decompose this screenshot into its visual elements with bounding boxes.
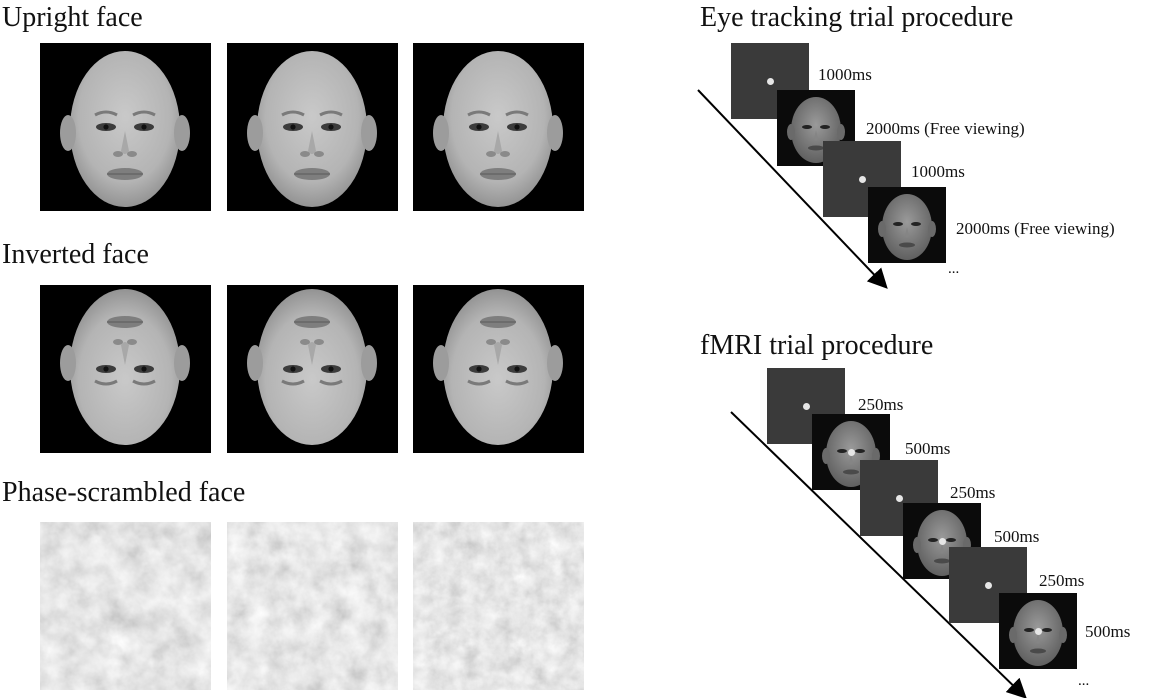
face-frame [999, 593, 1077, 669]
step-duration-label: 250ms [1039, 571, 1085, 590]
section-title-scrambled: Phase-scrambled face [2, 477, 246, 508]
face-frame [868, 187, 946, 263]
scrambled-face-image [227, 522, 398, 690]
fixation-dot [859, 176, 866, 183]
step-duration-label: 1000ms [818, 65, 872, 84]
step-duration-label: 500ms [994, 527, 1040, 546]
fixation-dot [985, 582, 992, 589]
step-duration-label: 2000ms (Free viewing) [956, 219, 1115, 238]
fmri-title: fMRI trial procedure [700, 330, 934, 361]
inverted-face-image [40, 285, 211, 453]
upright-face-image [413, 43, 584, 211]
step-duration-label: 2000ms (Free viewing) [866, 119, 1025, 138]
upright-face-image [40, 43, 211, 211]
fixation-dot [1035, 628, 1042, 635]
scrambled-face-image [413, 522, 584, 690]
section-title-upright: Upright face [2, 2, 143, 33]
fixation-dot [848, 449, 855, 456]
fixation-dot [896, 495, 903, 502]
step-duration-label: 500ms [905, 439, 951, 458]
inverted-face-image [227, 285, 398, 453]
fixation-dot [939, 538, 946, 545]
ellipsis: ... [948, 261, 960, 277]
upright-face-image [227, 43, 398, 211]
fixation-dot [767, 78, 774, 85]
inverted-face-image [413, 285, 584, 453]
fixation-dot [803, 403, 810, 410]
step-duration-label: 500ms [1085, 622, 1131, 641]
eye-tracking-arrow [697, 89, 888, 289]
eye-tracking-title: Eye tracking trial procedure [700, 2, 1014, 33]
step-duration-label: 250ms [858, 395, 904, 414]
scrambled-face-image [40, 522, 211, 690]
fmri-arrow [730, 411, 1027, 698]
section-title-inverted: Inverted face [2, 239, 149, 270]
step-duration-label: 1000ms [911, 162, 965, 181]
step-duration-label: 250ms [950, 483, 996, 502]
ellipsis: ... [1078, 673, 1090, 689]
